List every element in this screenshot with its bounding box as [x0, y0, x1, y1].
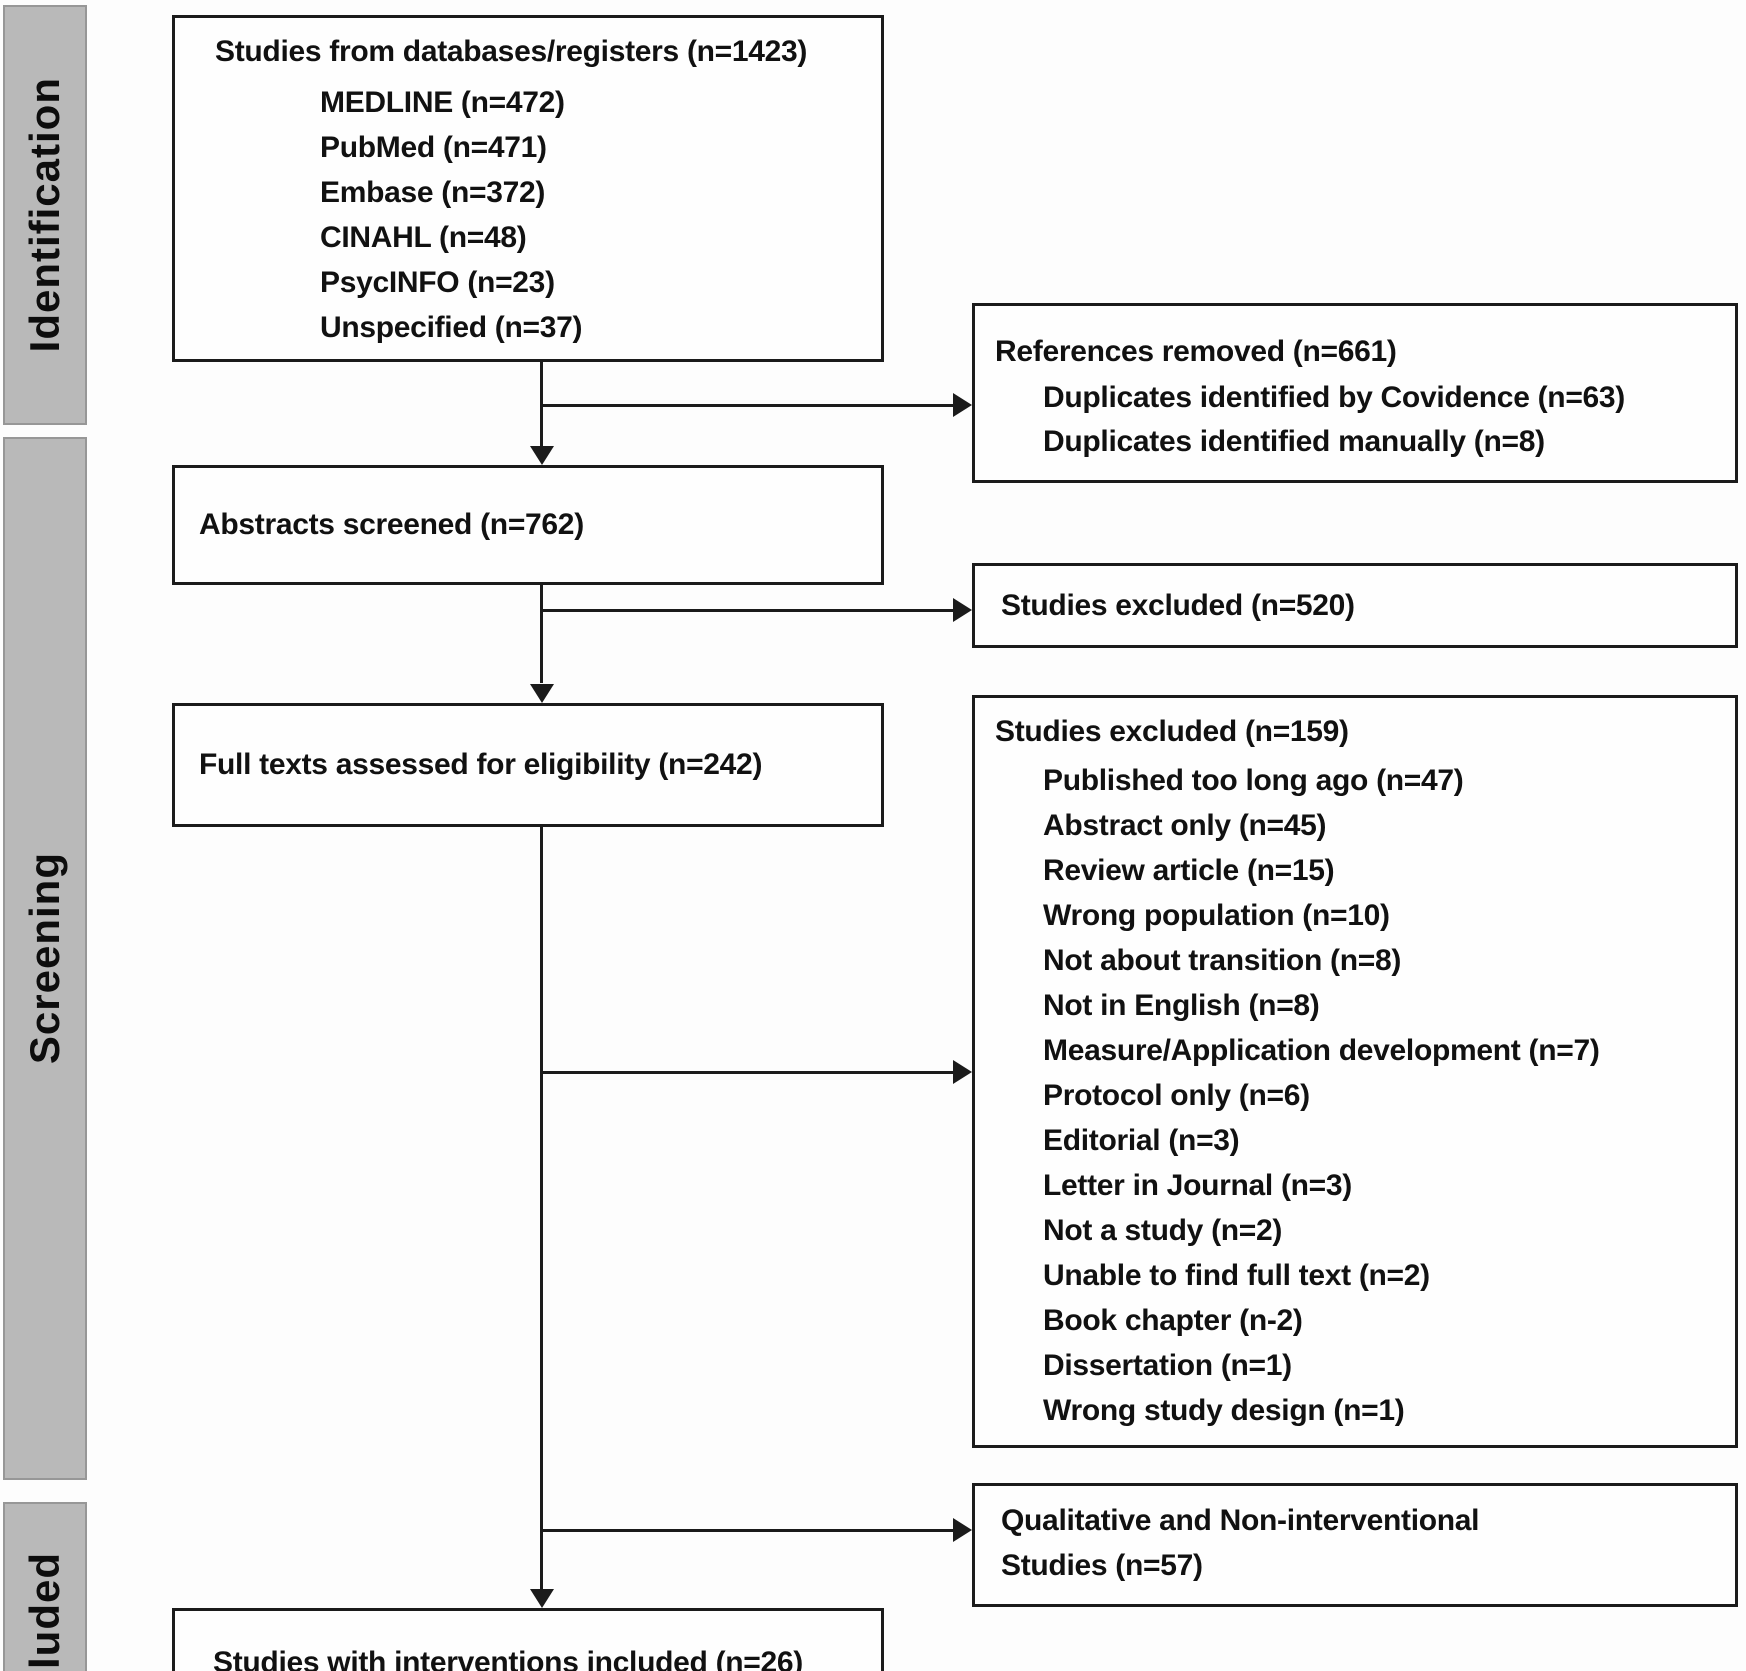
box-studies-excluded-fulltext-title: Studies excluded (n=159) — [995, 715, 1349, 748]
database-item: Embase (n=372) — [320, 176, 546, 209]
exclusion-reason: Dissertation (n=1) — [1043, 1349, 1292, 1382]
arrowhead-down-abstracts — [530, 446, 554, 465]
exclusion-reason: Published too long ago (n=47) — [1043, 764, 1464, 797]
connector-databases-to-abstracts — [540, 360, 543, 448]
box-interventions-included: Studies with interventions included (n=2… — [172, 1608, 884, 1671]
arrowhead-right-studies-excluded-520 — [953, 598, 972, 622]
exclusion-reason: Abstract only (n=45) — [1043, 809, 1327, 842]
box-interventions-included-title: Studies with interventions included (n=2… — [213, 1646, 803, 1671]
exclusion-reason: Editorial (n=3) — [1043, 1124, 1240, 1157]
connector-abstracts-to-fulltexts — [540, 583, 543, 683]
stage-bar-screening: Screening — [3, 437, 87, 1480]
arrowhead-down-fulltexts — [530, 684, 554, 703]
connector-to-studies-excluded-520 — [542, 609, 954, 612]
box-references-removed-title: References removed (n=661) — [995, 335, 1397, 368]
exclusion-reason: Letter in Journal (n=3) — [1043, 1169, 1352, 1202]
exclusion-reason: Unable to find full text (n=2) — [1043, 1259, 1430, 1292]
exclusion-reason: Measure/Application development (n=7) — [1043, 1034, 1600, 1067]
exclusion-reason: Review article (n=15) — [1043, 854, 1335, 887]
exclusion-reason: Wrong study design (n=1) — [1043, 1394, 1405, 1427]
arrowhead-right-qualitative — [953, 1518, 972, 1542]
box-databases-title: Studies from databases/registers (n=1423… — [215, 35, 808, 68]
exclusion-reason: Not about transition (n=8) — [1043, 944, 1402, 977]
box-databases: Studies from databases/registers (n=1423… — [172, 15, 884, 362]
box-abstracts-screened: Abstracts screened (n=762) — [172, 465, 884, 585]
references-removed-item: Duplicates identified by Covidence (n=63… — [1043, 381, 1626, 414]
connector-to-studies-excluded-159 — [542, 1071, 954, 1074]
box-studies-excluded-fulltext: Studies excluded (n=159) Published too l… — [972, 695, 1738, 1448]
database-item: MEDLINE (n=472) — [320, 86, 565, 119]
box-abstracts-screened-title: Abstracts screened (n=762) — [199, 508, 584, 541]
stage-label-screening: Screening — [21, 852, 68, 1065]
exclusion-reason: Not a study (n=2) — [1043, 1214, 1283, 1247]
references-removed-item: Duplicates identified manually (n=8) — [1043, 425, 1545, 458]
stage-label-included: Included — [21, 1551, 68, 1671]
box-full-texts-assessed: Full texts assessed for eligibility (n=2… — [172, 703, 884, 827]
exclusion-reason: Wrong population (n=10) — [1043, 899, 1390, 932]
database-item: CINAHL (n=48) — [320, 221, 527, 254]
database-item: PsycINFO (n=23) — [320, 266, 555, 299]
database-item: PubMed (n=471) — [320, 131, 547, 164]
connector-to-references-removed — [542, 404, 954, 407]
connector-fulltexts-to-included — [540, 825, 543, 1591]
arrowhead-right-studies-excluded-159 — [953, 1060, 972, 1084]
arrowhead-down-included — [530, 1589, 554, 1608]
stage-label-identification: Identification — [21, 77, 68, 353]
box-qualitative-studies-title: Qualitative and Non-interventional Studi… — [1001, 1504, 1480, 1582]
arrowhead-right-references-removed — [953, 393, 972, 417]
stage-bar-included: Included — [3, 1502, 87, 1671]
box-qualitative-studies: Qualitative and Non-interventional Studi… — [972, 1483, 1738, 1607]
box-studies-excluded-abstracts-title: Studies excluded (n=520) — [1001, 588, 1355, 622]
box-studies-excluded-abstracts: Studies excluded (n=520) — [972, 563, 1738, 648]
database-item: Unspecified (n=37) — [320, 311, 583, 344]
exclusion-reason: Protocol only (n=6) — [1043, 1079, 1310, 1112]
box-full-texts-assessed-title: Full texts assessed for eligibility (n=2… — [199, 748, 763, 781]
exclusion-reason: Book chapter (n-2) — [1043, 1304, 1303, 1337]
stage-bar-identification: Identification — [3, 5, 87, 425]
exclusion-reason: Not in English (n=8) — [1043, 989, 1320, 1022]
box-references-removed: References removed (n=661) Duplicates id… — [972, 303, 1738, 483]
connector-to-qualitative — [542, 1529, 954, 1532]
